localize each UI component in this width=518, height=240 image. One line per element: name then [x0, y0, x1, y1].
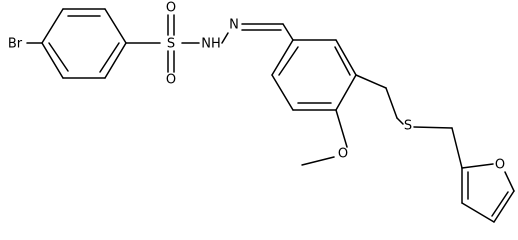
- o-ch3-bond: [301, 156, 335, 166]
- ring-ch2-bond: [355, 74, 387, 89]
- furan-oxygen-label: O: [495, 158, 505, 173]
- hydrazide-nh-label: NH: [201, 37, 221, 52]
- sulfonyl-sulfur-label: S: [167, 37, 175, 52]
- ch2-ch2-bond: [385, 87, 398, 119]
- furan-ring: [461, 163, 515, 223]
- ch2-s-bond: [396, 117, 404, 125]
- methoxy-oxygen-label: O: [338, 147, 348, 162]
- imine-nitrogen-label: N: [229, 18, 239, 33]
- n-n-bond: [221, 32, 229, 44]
- c-o-methoxy-bond: [335, 109, 348, 148]
- central-benzene-ring: [271, 39, 357, 111]
- thioether-sulfur-label: S: [404, 119, 412, 134]
- s-o-double-bond-top: [167, 14, 175, 36]
- s-o-double-bond-bottom: [167, 50, 175, 73]
- s-ch2-bond: [413, 126, 453, 129]
- ch-ring-bond: [282, 23, 294, 41]
- chemical-structure-diagram: Br O S O NH N S O O: [8, 1, 515, 223]
- sulfonyl-oxygen-bottom-label: O: [166, 73, 176, 88]
- n-c-double-bond: [241, 23, 284, 31]
- ch2-furan-bond: [451, 127, 463, 169]
- bromine-label: Br: [8, 37, 23, 52]
- sulfonyl-oxygen-top-label: O: [166, 1, 176, 16]
- bromophenyl-ring: [41, 8, 127, 79]
